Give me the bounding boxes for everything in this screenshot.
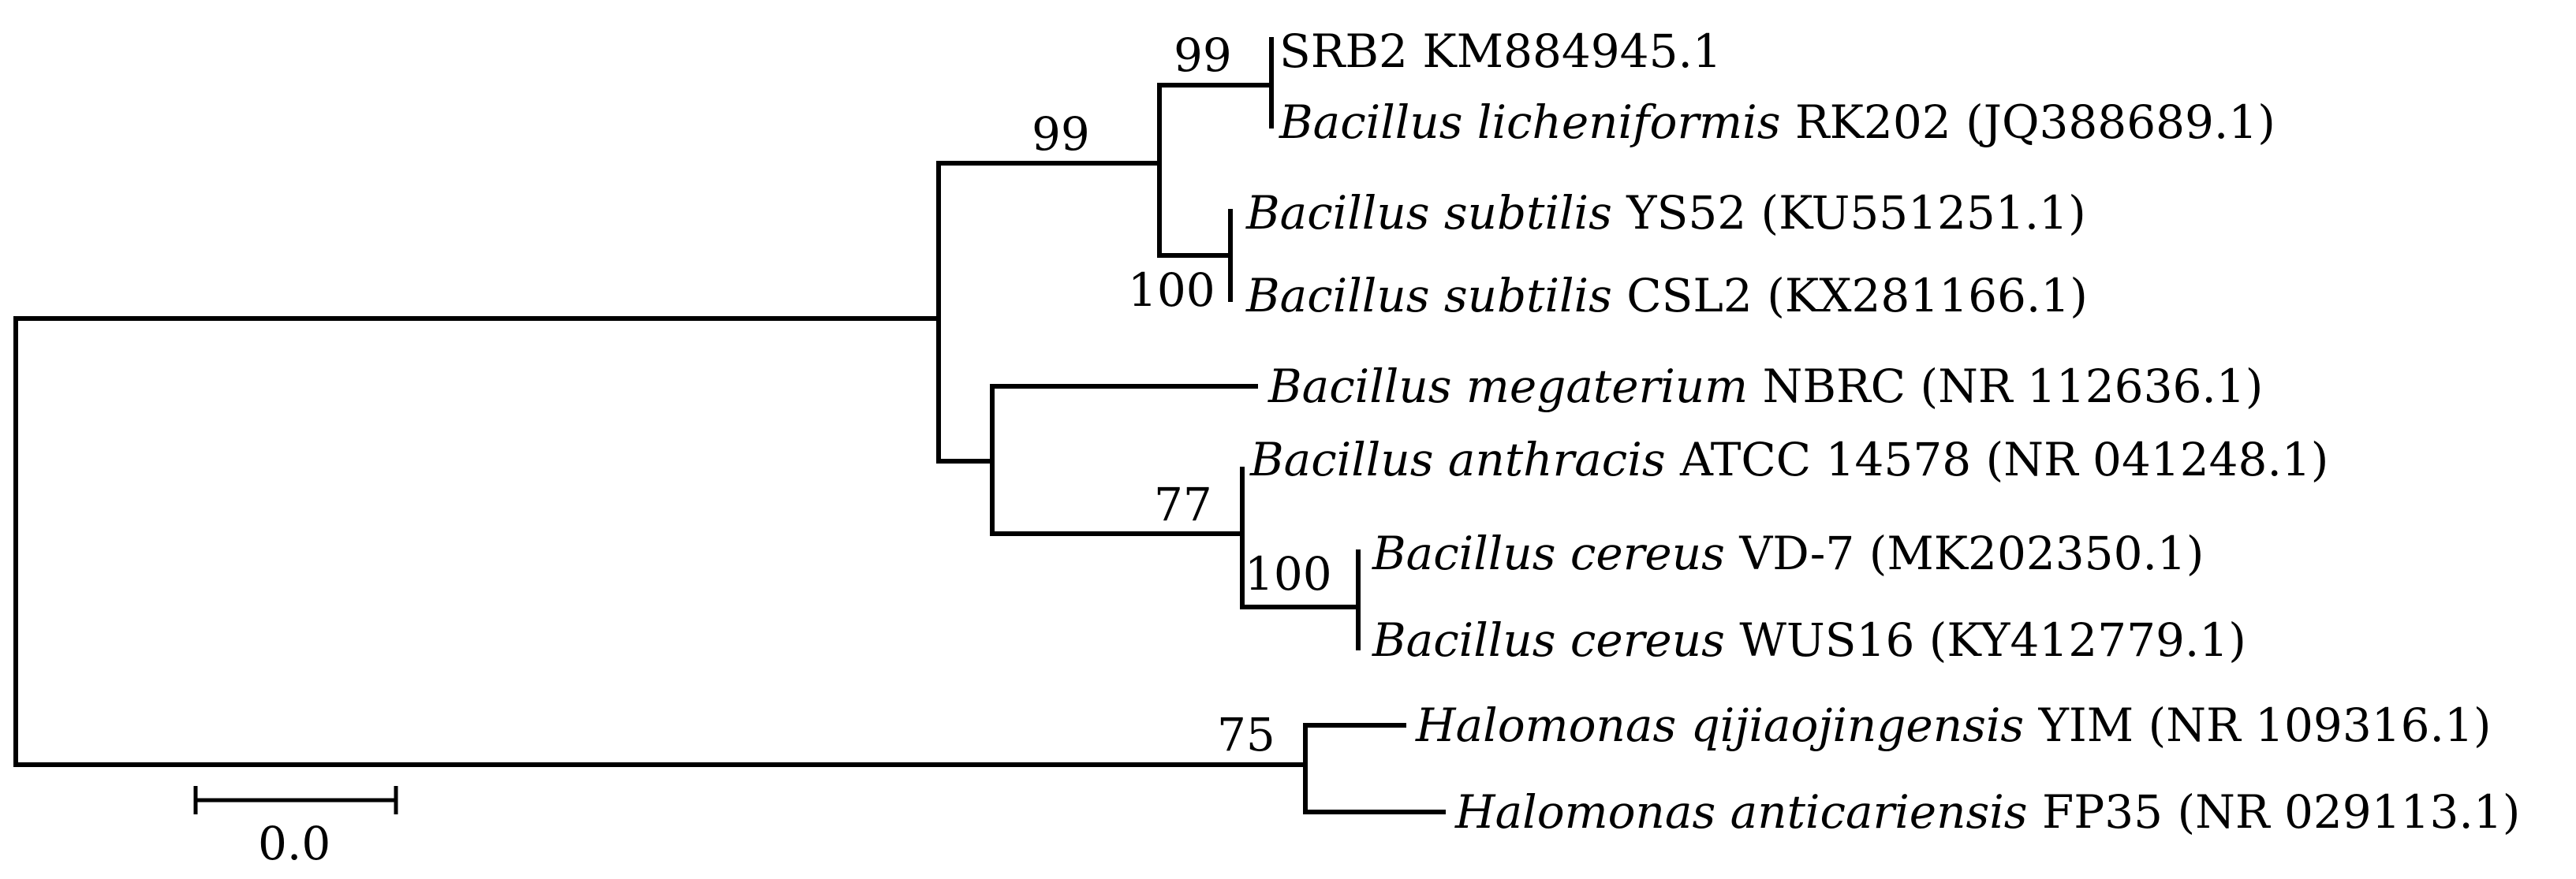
taxon-label-cereus-vd7: Bacillus cereus VD-7 (MK202350.1) (1372, 527, 2204, 580)
bootstrap-licheniformis-subtilis: 99 (1032, 107, 1090, 161)
scale-bar-label: 0.0 (258, 817, 330, 870)
taxon-label-subtilis-ys52: Bacillus subtilis YS52 (KU551251.1) (1245, 186, 2086, 240)
bootstrap-values: 99 99 100 77 100 75 (1032, 28, 1332, 762)
bootstrap-halomonas: 75 (1217, 708, 1275, 762)
bootstrap-srb2-licheniformis: 99 (1174, 28, 1232, 82)
taxon-label-srb2: SRB2 KM884945.1 (1279, 24, 1722, 78)
bootstrap-subtilis: 100 (1128, 263, 1215, 317)
tree-branches (13, 37, 1446, 814)
taxon-label-licheniformis: Bacillus licheniformis RK202 (JQ388689.1… (1279, 95, 2275, 149)
taxon-label-cereus-wus16: Bacillus cereus WUS16 (KY412779.1) (1372, 613, 2246, 667)
taxon-label-anthracis: Bacillus anthracis ATCC 14578 (NR 041248… (1249, 433, 2328, 486)
scale-bar: 0.0 (193, 786, 398, 870)
bootstrap-cereus: 100 (1245, 547, 1332, 601)
taxon-label-subtilis-csl2: Bacillus subtilis CSL2 (KX281166.1) (1245, 269, 2088, 322)
taxon-label-qijiaojingensis: Halomonas qijiaojingensis YIM (NR 109316… (1415, 698, 2492, 752)
scale-bar-line (193, 786, 398, 814)
taxon-labels: SRB2 KM884945.1 Bacillus licheniformis R… (1245, 24, 2520, 839)
taxon-label-megaterium: Bacillus megaterium NBRC (NR 112636.1) (1267, 359, 2263, 413)
bootstrap-anthracis-cereus: 77 (1154, 478, 1212, 531)
taxon-label-anticariensis: Halomonas anticariensis FP35 (NR 029113.… (1454, 785, 2520, 839)
